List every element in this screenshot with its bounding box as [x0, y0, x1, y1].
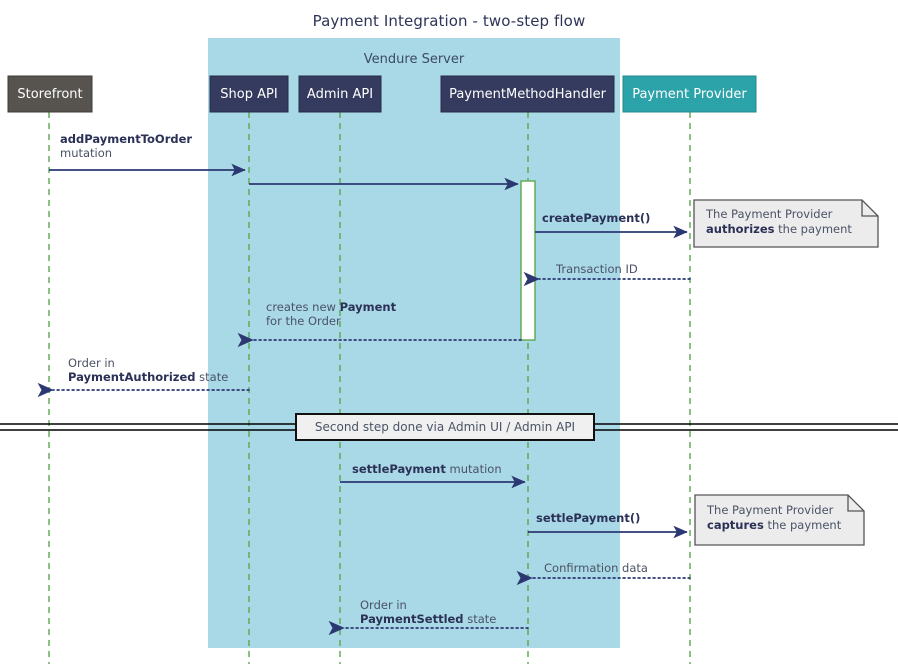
solid-arrows [49, 163, 688, 539]
message-label-creates-new-payment-pre: creates new [266, 300, 340, 314]
message-label-creates-new-payment-bold: Payment [339, 300, 397, 314]
message-label-create-payment: createPayment() [542, 211, 650, 225]
divider-label-box [295, 413, 595, 441]
participant-label-storefront: Storefront [17, 87, 83, 102]
message-label-order-payment-settled-bold: PaymentSettled [360, 612, 464, 626]
message-label-settle-payment-call: settlePayment() [536, 511, 640, 525]
note-captures-line2-rest: the payment [763, 518, 842, 532]
message-label-add-payment-to-order: addPaymentToOrder mutation [60, 132, 192, 160]
participant-label-admin-api: Admin API [306, 87, 374, 102]
message-label-creates-new-payment: creates new Payment for the Order [266, 300, 396, 328]
message-label-transaction-id: Transaction ID [556, 262, 638, 276]
note-captures-line1: The Payment Provider [707, 503, 834, 517]
message-label-order-payment-authorized-post: state [195, 370, 229, 384]
participant-box-shop-api[interactable] [209, 75, 289, 113]
note-authorizes-text: The Payment Provider authorizes the paym… [706, 207, 852, 237]
participant-box-admin-api[interactable] [298, 75, 382, 113]
message-label-confirmation-data: Confirmation data [544, 561, 648, 575]
group-vendure-server-box [208, 38, 620, 648]
message-label-order-payment-authorized: Order in PaymentAuthorized state [68, 356, 228, 384]
message-label-creates-new-payment-line2: for the Order [266, 314, 341, 328]
participant-label-payment-provider: Payment Provider [632, 87, 747, 102]
message-label-create-payment-bold: createPayment() [542, 211, 651, 225]
message-label-settle-payment-mutation-bold: settlePayment [352, 462, 446, 476]
group-label-vendure-server: Vendure Server [363, 52, 465, 67]
participant-label-shop-api: Shop API [220, 87, 278, 102]
message-label-order-payment-authorized-line1: Order in [68, 356, 115, 370]
message-label-settle-payment-call-bold: settlePayment() [536, 511, 641, 525]
participant-label-payment-method-handler: PaymentMethodHandler [449, 87, 606, 102]
message-label-add-payment-to-order-bold: addPaymentToOrder [60, 132, 193, 146]
note-authorizes-line2-bold: authorizes [706, 222, 775, 236]
message-label-settle-payment-mutation-post: mutation [445, 462, 502, 476]
note-authorizes-line2-rest: the payment [774, 222, 852, 236]
dotted-arrows [37, 271, 691, 636]
note-captures-shape [694, 494, 865, 546]
activation-bar-payment-method-handler [520, 180, 536, 341]
note-captures-line2-bold: captures [707, 518, 764, 532]
participant-box-payment-method-handler[interactable] [440, 75, 615, 113]
note-authorizes-line1: The Payment Provider [706, 207, 833, 221]
message-label-settle-payment-mutation: settlePayment mutation [352, 462, 502, 476]
message-label-add-payment-to-order-line2: mutation [60, 146, 113, 160]
note-authorizes-shape [693, 199, 879, 248]
divider-label: Second step done via Admin UI / Admin AP… [314, 420, 576, 434]
message-label-confirmation-data-text: Confirmation data [544, 561, 648, 575]
message-label-order-payment-settled-line1: Order in [360, 598, 407, 612]
message-label-order-payment-authorized-bold: PaymentAuthorized [68, 370, 196, 384]
participant-box-storefront[interactable] [7, 75, 93, 113]
message-label-order-payment-settled-post: state [463, 612, 497, 626]
participant-box-payment-provider[interactable] [622, 75, 757, 113]
note-captures-text: The Payment Provider captures the paymen… [707, 503, 841, 533]
message-label-transaction-id-text: Transaction ID [556, 262, 638, 276]
message-label-order-payment-settled: Order in PaymentSettled state [360, 598, 496, 626]
page-title: Payment Integration - two-step flow [312, 12, 586, 30]
